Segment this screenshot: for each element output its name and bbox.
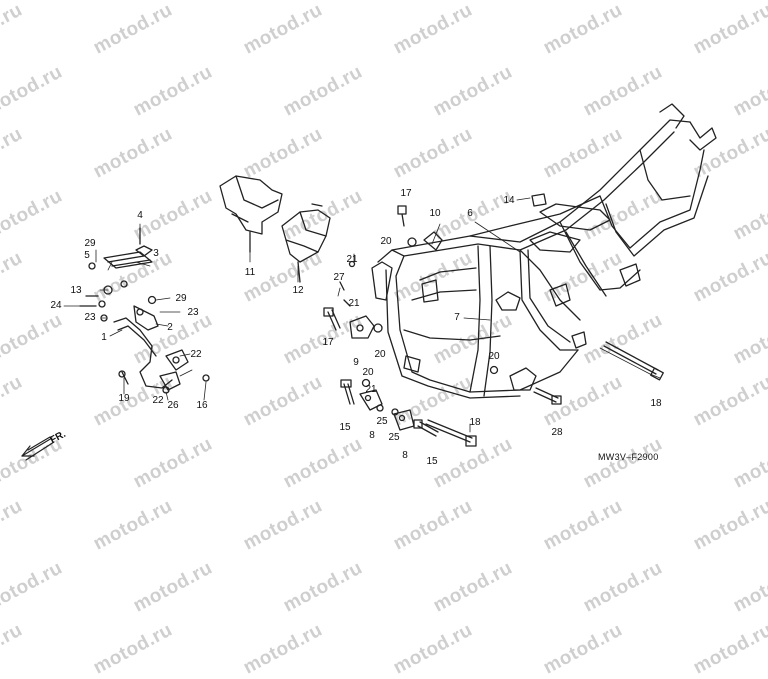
part-callout-9: 9	[353, 357, 359, 368]
nuts-20-25	[361, 237, 499, 416]
sidestand-1	[113, 317, 173, 389]
part-5	[103, 251, 153, 269]
bolt-28	[533, 387, 562, 405]
bracket-10	[397, 205, 443, 251]
part-callout-23: 23	[187, 307, 199, 318]
part-callout-29: 29	[84, 238, 96, 249]
part-callout-2: 2	[167, 322, 173, 333]
part-callout-22: 22	[152, 395, 164, 406]
bolt-long-right	[603, 341, 664, 381]
part-callout-21: 21	[365, 384, 377, 395]
part-callout-1: 1	[101, 332, 107, 343]
bracket-9	[323, 260, 375, 339]
watermark-text: motod.ru	[0, 619, 27, 679]
part-callout-15: 15	[339, 422, 351, 433]
part-callout-18: 18	[650, 398, 662, 409]
part-callout-3: 3	[153, 248, 159, 259]
bracket-8-lower	[393, 409, 415, 431]
part-callout-6: 6	[467, 208, 473, 219]
part-callout-8: 8	[369, 430, 375, 441]
watermark-text: motod.ru	[90, 619, 177, 679]
part-callout-24: 24	[50, 300, 62, 311]
part-callout-13: 13	[70, 285, 82, 296]
part-callout-8: 8	[402, 450, 408, 461]
cap-14	[531, 193, 547, 207]
watermark-text: motod.ru	[540, 619, 627, 679]
front-arrow	[21, 436, 55, 461]
watermark-text: motod.ru	[690, 619, 768, 679]
part-callout-21: 21	[346, 254, 358, 265]
part-callout-20: 20	[380, 236, 392, 247]
bolts-15	[340, 379, 439, 437]
cover-11	[219, 175, 283, 253]
part-callout-27: 27	[333, 272, 345, 283]
part-callout-21: 21	[348, 298, 360, 309]
diagram-code: MW3V–F2900	[598, 452, 659, 462]
part-callout-20: 20	[362, 367, 374, 378]
part-callout-18: 18	[469, 417, 481, 428]
part-callout-19: 19	[118, 393, 130, 404]
part-callout-4: 4	[137, 210, 143, 221]
part-callout-23: 23	[84, 312, 96, 323]
part-callout-25: 25	[376, 416, 388, 427]
part-callout-10: 10	[429, 208, 441, 219]
frame-line-art	[21, 103, 717, 461]
part-callout-22: 22	[190, 349, 202, 360]
bolt-18-lower	[425, 419, 477, 447]
part-callout-7: 7	[454, 312, 460, 323]
part-callout-15: 15	[426, 456, 438, 467]
part-callout-28: 28	[551, 427, 563, 438]
watermark-text: motod.ru	[240, 619, 327, 679]
left-leader-lines	[63, 223, 355, 401]
part-callout-17: 17	[400, 188, 412, 199]
part-callout-16: 16	[196, 400, 208, 411]
part-callout-5: 5	[84, 250, 90, 261]
part-callout-20: 20	[488, 351, 500, 362]
part-callout-29: 29	[175, 293, 187, 304]
part-callout-17: 17	[322, 337, 334, 348]
part-callout-26: 26	[167, 400, 179, 411]
part-2	[133, 305, 159, 331]
part-callout-14: 14	[503, 195, 515, 206]
cover-12	[281, 203, 331, 283]
part-22	[159, 349, 189, 391]
part-callout-20: 20	[374, 349, 386, 360]
part-callout-11: 11	[244, 267, 256, 278]
part-callout-25: 25	[388, 432, 400, 443]
watermark-text: motod.ru	[390, 619, 477, 679]
main-frame	[371, 103, 717, 399]
bracket-8-upper	[359, 389, 383, 411]
part-callout-12: 12	[292, 285, 304, 296]
